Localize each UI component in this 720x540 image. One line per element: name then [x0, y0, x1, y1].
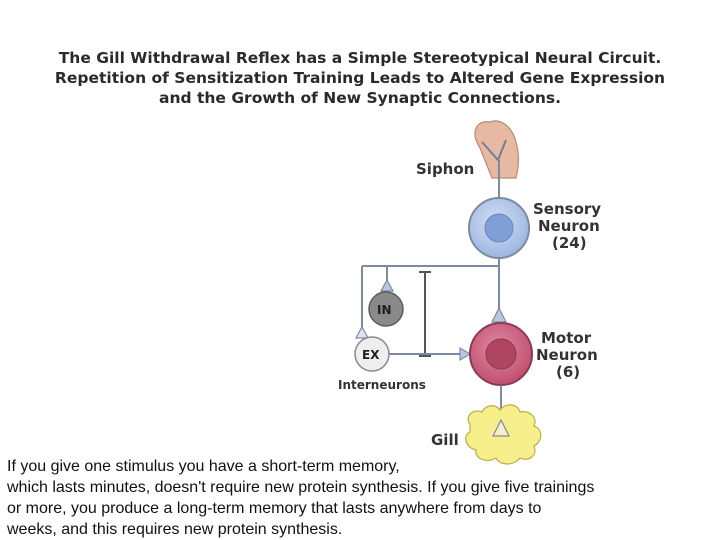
siphon-shape: [474, 120, 519, 179]
ex-motor-synapse: [459, 346, 472, 362]
caption-line-2: which lasts minutes, doesn't require new…: [7, 479, 595, 496]
motor-label-line3: (6): [556, 363, 580, 381]
caption-text: If you give one stimulus you have a shor…: [7, 456, 707, 540]
title-line-2: Repetition of Sensitization Training Lea…: [54, 69, 666, 87]
ex-label: EX: [362, 348, 380, 362]
in-synapse: [379, 278, 395, 292]
ex-synapse: [354, 325, 370, 339]
gill-label: Gill: [431, 431, 459, 449]
motor-neuron-nucleus: [485, 338, 517, 370]
caption-line-4: weeks, and this requires new protein syn…: [7, 521, 343, 538]
diagram-title: The Gill Withdrawal Reflex has a Simple …: [40, 48, 680, 108]
in-interneuron: [368, 291, 404, 327]
sensory-label-line2: Neuron: [538, 217, 600, 235]
sensory-neuron-nucleus: [484, 213, 514, 243]
siphon-label: Siphon: [416, 160, 474, 178]
in-label: IN: [377, 303, 392, 317]
sensory-label-line3: (24): [552, 234, 587, 252]
title-line-1: The Gill Withdrawal Reflex has a Simple …: [58, 49, 662, 67]
caption-line-3: or more, you produce a long-term memory …: [7, 500, 542, 517]
motor-label-line1: Motor: [541, 329, 592, 347]
motor-label-line2: Neuron: [536, 346, 598, 364]
caption-line-1: If you give one stimulus you have a shor…: [7, 458, 400, 475]
sensory-label-line1: Sensory: [533, 200, 601, 218]
gill-synapse: [492, 418, 510, 437]
sensory-motor-synapse: [491, 306, 507, 323]
interneurons-label: Interneurons: [338, 378, 426, 392]
title-line-3: and the Growth of New Synaptic Connectio…: [159, 89, 561, 107]
